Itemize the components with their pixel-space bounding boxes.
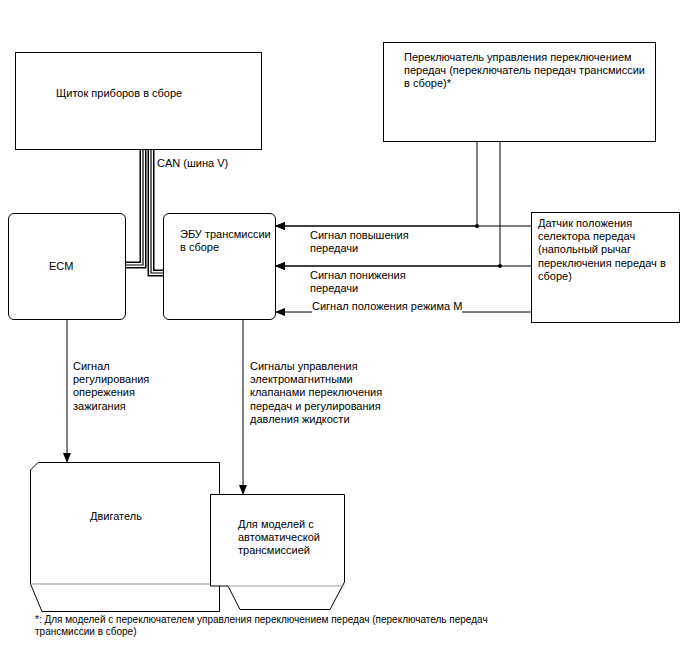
signal-label: CAN (шина V) [157, 157, 228, 170]
signal-arrow [276, 142, 479, 228]
instrument-cluster-box: Щиток приборов в сборе [15, 52, 262, 150]
shift-switch-box: Переключатель управления переключением п… [383, 42, 656, 142]
node-text: Щиток приборов в сборе [56, 87, 253, 100]
signal-label: Сигнал положения режима M [312, 300, 462, 313]
can-bus-line [126, 150, 143, 265]
signal-arrow [276, 142, 502, 268]
node-text: Переключатель управления переключением п… [404, 51, 649, 91]
node-text: Двигатель [90, 510, 216, 523]
node-text: Для моделей с автоматической трансмиссие… [238, 518, 341, 558]
signal-arrow [67, 320, 68, 462]
signal-label: Сигналы управления электромагнитными кла… [250, 360, 392, 426]
node-text: ЭБУ трансмиссии в сборе [180, 228, 271, 254]
selector-sensor-box: Датчик положения селектора передач (напо… [531, 212, 680, 323]
engine-shape: Двигатель [30, 462, 220, 612]
node-text: Датчик положения селектора передач (напо… [538, 217, 675, 283]
node-text: ECM [49, 260, 121, 273]
transmission-ecu-box: ЭБУ трансмиссии в сборе [163, 213, 276, 320]
transmission-shape: Для моделей с автоматической трансмиссие… [210, 494, 345, 610]
footnote: *: Для моделей с переключателем управлен… [35, 614, 515, 638]
signal-arrow [243, 320, 244, 494]
signal-label: Сигнал регулирования опережения зажигани… [73, 360, 165, 413]
signal-label: Сигнал повышения передачи [310, 229, 435, 255]
outline-shape [30, 462, 220, 612]
ecm-box: ECM [8, 213, 126, 320]
signal-label: Сигнал понижения передачи [310, 269, 435, 295]
